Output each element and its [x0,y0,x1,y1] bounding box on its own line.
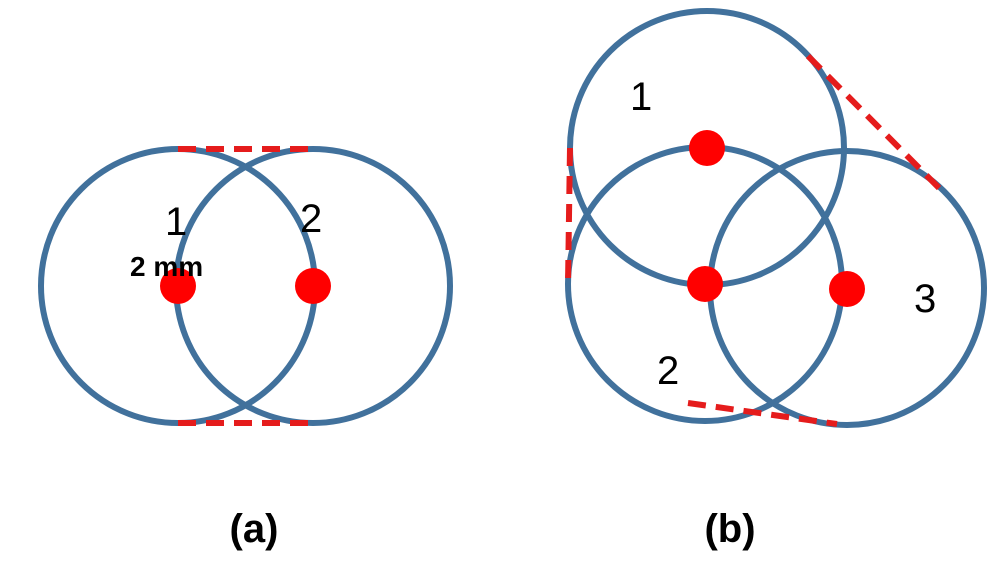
panel-a-spacing-label: 2 mm [130,251,203,282]
panel-a-marker-2 [295,268,331,304]
panel-b-marker-3 [829,271,865,307]
panel-b-marker-1 [689,130,725,166]
panel-a-caption: (a) [230,507,279,551]
panel-b-circle-2-label: 2 [657,349,679,393]
panel-b-circle-1-label: 1 [630,75,652,119]
panel-b-upper-right-dashed-envelope [805,53,944,193]
panel-a-circle-1-label: 1 [165,200,187,244]
panel-a: 1 2 2 mm (a) [38,146,453,551]
panel-b: 1 2 3 (b) [565,8,987,551]
panel-b-caption: (b) [704,507,755,551]
panel-b-left-dashed-envelope [565,147,573,285]
panel-b-circle-3-label: 3 [914,277,936,321]
panel-b-bottom-dashed-envelope [687,400,838,427]
panel-b-marker-2 [687,266,723,302]
panel-a-marker-1 [160,268,196,304]
panel-a-circle-2-label: 2 [300,197,322,241]
